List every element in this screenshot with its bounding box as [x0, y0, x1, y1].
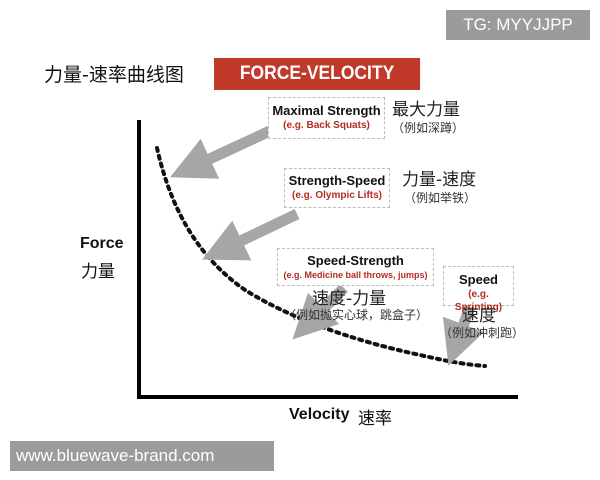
label-strength-speed: Strength-Speed (e.g. Olympic Lifts) — [284, 168, 390, 208]
arrow-maximal-strength — [170, 125, 275, 179]
label-speed-title: Speed — [458, 272, 498, 287]
label-speed-cn-example: （例如冲刺跑） — [440, 326, 525, 340]
label-speed-strength-cn: 速度-力量 — [312, 289, 387, 309]
pointer-arrows — [170, 125, 485, 366]
label-maximal-strength-cn-example: （例如深蹲） — [392, 121, 465, 135]
label-speed-strength-cn-example: （例如抛实心球，跳盒子） — [284, 308, 429, 322]
title-chinese: 力量-速率曲线图 — [44, 64, 184, 86]
watermark-top: TG: MYYJJPP — [446, 10, 590, 40]
x-axis-label-en: Velocity — [289, 406, 350, 423]
label-strength-speed-cn-example: （例如举铁） — [404, 191, 477, 205]
arrow-speed-strength — [292, 284, 348, 340]
arrow-speed — [442, 305, 485, 366]
label-speed-example: (e.g. Sprinting) — [454, 289, 503, 313]
label-strength-speed-example: (e.g. Olympic Lifts) — [291, 190, 382, 201]
label-maximal-strength-cn: 最大力量 — [392, 100, 460, 120]
label-maximal-strength-title: Maximal Strength — [272, 103, 381, 118]
watermark-bottom: www.bluewave-brand.com — [10, 441, 274, 471]
label-maximal-strength: Maximal Strength (e.g. Back Squats) — [268, 97, 385, 139]
label-strength-speed-title: Strength-Speed — [288, 173, 386, 188]
label-speed-strength: Speed-Strength (e.g. Medicine ball throw… — [277, 248, 434, 286]
label-speed-cn: 速度 — [462, 306, 496, 326]
label-speed-strength-title: Speed-Strength — [307, 253, 404, 268]
label-speed-strength-example: (e.g. Medicine ball throws, jumps) — [283, 270, 428, 280]
label-speed: Speed (e.g. Sprinting) — [443, 266, 514, 313]
y-axis-label-en: Force — [80, 235, 124, 252]
label-maximal-strength-example: (e.g. Back Squats) — [283, 120, 370, 131]
arrow-strength-speed — [202, 209, 300, 261]
y-axis-label-cn: 力量 — [81, 262, 115, 282]
x-axis-label-cn: 速率 — [358, 409, 392, 429]
label-strength-speed-cn: 力量-速度 — [402, 170, 477, 190]
